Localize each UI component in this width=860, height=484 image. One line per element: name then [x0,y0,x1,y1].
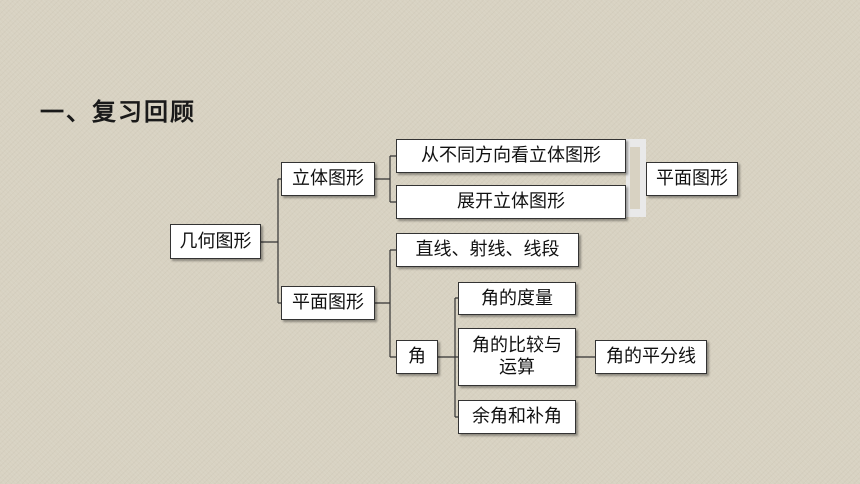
solid-items-bracket-inner [630,147,640,209]
node-angle-complement: 余角和补角 [458,400,576,434]
node-angle-bisector: 角的平分线 [595,340,707,374]
connector-solid [375,155,396,203]
node-solid-result: 平面图形 [646,162,738,196]
node-angle-measure: 角的度量 [458,282,576,315]
node-solid-item-view: 从不同方向看立体图形 [396,139,626,173]
node-root: 几何图形 [170,224,261,259]
connector-root [261,178,281,304]
node-plane-item-lines: 直线、射线、线段 [396,233,579,267]
node-angle-compare: 角的比较与运算 [458,328,576,386]
connector-plane [375,249,396,358]
connector-angle [438,297,458,418]
slide-title: 一、复习回顾 [40,98,196,126]
node-solid-item-unfold: 展开立体图形 [396,185,626,219]
node-plane-item-angle: 角 [396,340,438,374]
node-solid: 立体图形 [281,162,375,196]
node-plane: 平面图形 [281,286,375,320]
